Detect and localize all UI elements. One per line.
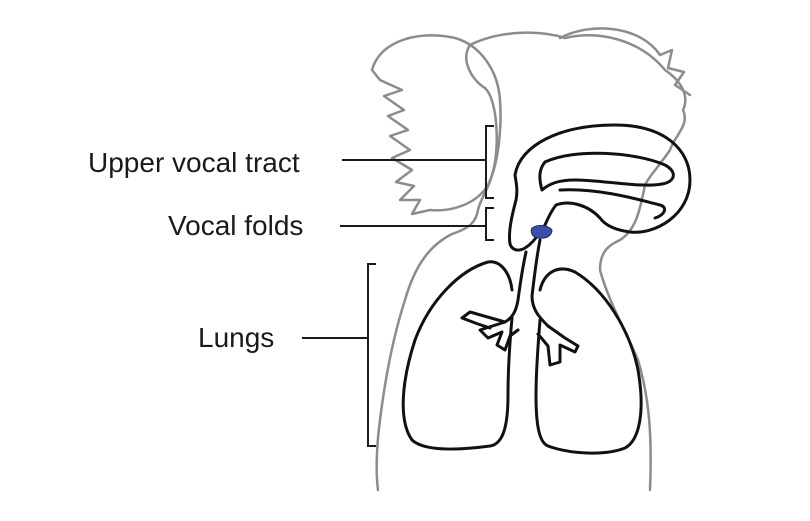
annotation-brackets (302, 126, 494, 446)
label-vocal-folds: Vocal folds (168, 212, 303, 240)
hand-outline (372, 35, 501, 214)
right-bronchus (538, 326, 578, 365)
vocal-folds-highlight (531, 226, 552, 239)
left-lung (403, 262, 512, 449)
bracket-vocal-folds (486, 208, 494, 240)
hair-outline (560, 28, 690, 95)
right-lung (536, 269, 641, 453)
trachea-right (532, 240, 548, 326)
head-back-outline (470, 33, 685, 490)
face-outline (377, 45, 497, 490)
label-lungs: Lungs (198, 324, 274, 352)
trachea-left (505, 252, 526, 322)
body-silhouette (372, 28, 690, 490)
bracket-lungs (368, 264, 376, 446)
label-upper-vocal-tract: Upper vocal tract (88, 149, 300, 177)
